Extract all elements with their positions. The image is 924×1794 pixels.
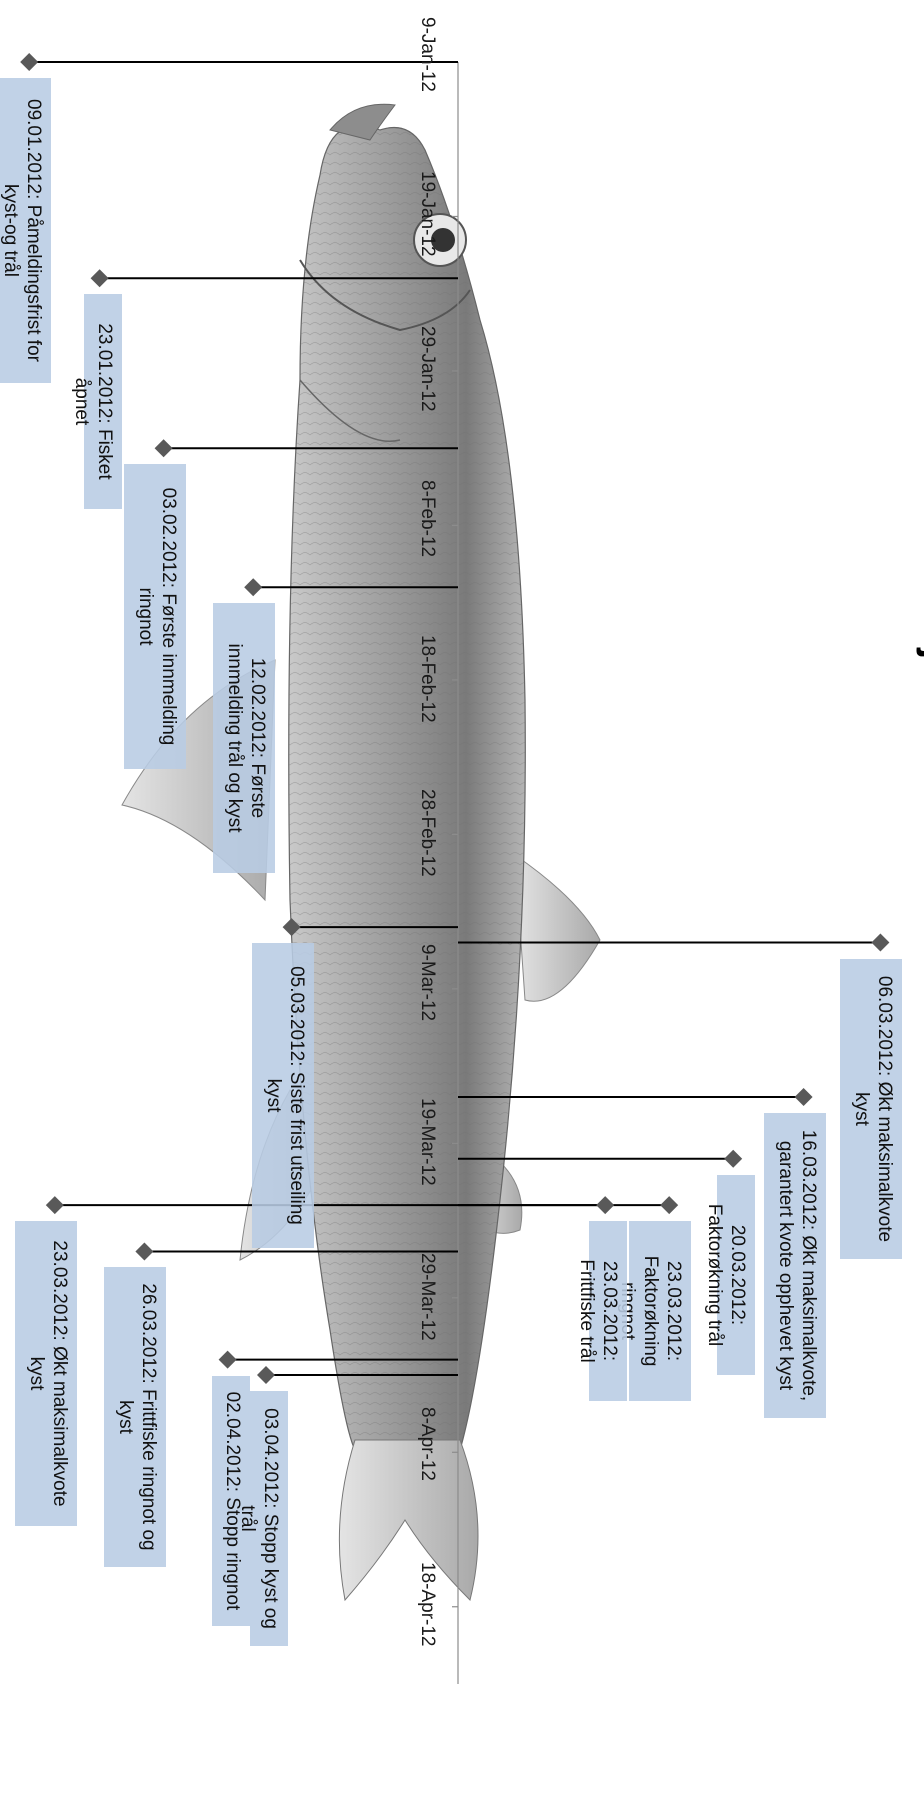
event-label: 20.03.2012: Faktorøkning trål bbox=[717, 1175, 755, 1375]
event-marker bbox=[871, 934, 889, 952]
event-marker bbox=[91, 269, 109, 287]
event-marker bbox=[596, 1196, 614, 1214]
event-label: 23.03.2012: Faktorøkning ringnot bbox=[629, 1221, 691, 1401]
event-label: 12.02.2012: Første innmelding trål og ky… bbox=[213, 603, 275, 873]
event-label: 26.03.2012: Frittfiske ringnot og kyst bbox=[104, 1267, 166, 1567]
date-tick-label: 9-Jan-12 bbox=[416, 17, 438, 92]
event-marker bbox=[135, 1242, 153, 1260]
date-tick-label: 18-Feb-12 bbox=[416, 635, 438, 723]
event-label: 09.01.2012: Påmeldingsfrist for kyst-og … bbox=[0, 78, 51, 383]
date-tick-label: 29-Jan-12 bbox=[416, 326, 438, 412]
date-tick-label: 18-Apr-12 bbox=[416, 1562, 438, 1647]
event-marker bbox=[155, 439, 173, 457]
event-marker bbox=[283, 918, 301, 936]
event-marker bbox=[795, 1088, 813, 1106]
event-marker bbox=[660, 1196, 678, 1214]
event-label: 23.03.2012: Økt maksimalkvote kyst bbox=[15, 1221, 77, 1526]
event-marker bbox=[257, 1366, 275, 1384]
date-tick-label: 9-Mar-12 bbox=[416, 944, 438, 1021]
date-tick-label: 28-Feb-12 bbox=[416, 789, 438, 877]
event-label: 03.04.2012: Stopp kyst og trål bbox=[250, 1391, 288, 1646]
event-label: 05.03.2012: Siste frist utseiling kyst bbox=[252, 943, 314, 1248]
event-label: 23.01.2012: Fisket åpnet bbox=[84, 294, 122, 509]
date-tick-label: 19-Jan-12 bbox=[416, 171, 438, 257]
date-tick-label: 8-Feb-12 bbox=[416, 480, 438, 557]
event-label: 02.04.2012: Stopp ringnot bbox=[212, 1376, 250, 1626]
chart-title: Tidslinje lodde i Barentshavet 2012 bbox=[915, 520, 924, 1186]
event-marker bbox=[219, 1351, 237, 1369]
date-tick-label: 29-Mar-12 bbox=[416, 1253, 438, 1341]
event-label: 06.03.2012: Økt maksimalkvote kyst bbox=[840, 959, 902, 1259]
event-label: 03.02.2012: Første innmelding ringnot bbox=[124, 464, 186, 769]
event-marker bbox=[20, 53, 38, 71]
event-marker bbox=[724, 1150, 742, 1168]
event-label: 16.03.2012: Økt maksimalkvote, garantert… bbox=[764, 1113, 826, 1418]
date-tick-label: 19-Mar-12 bbox=[416, 1098, 438, 1186]
event-marker bbox=[46, 1196, 64, 1214]
date-tick-label: 8-Apr-12 bbox=[416, 1407, 438, 1481]
event-marker bbox=[244, 578, 262, 596]
event-label: 23.03.2012: Frittfiske trål bbox=[589, 1221, 627, 1401]
